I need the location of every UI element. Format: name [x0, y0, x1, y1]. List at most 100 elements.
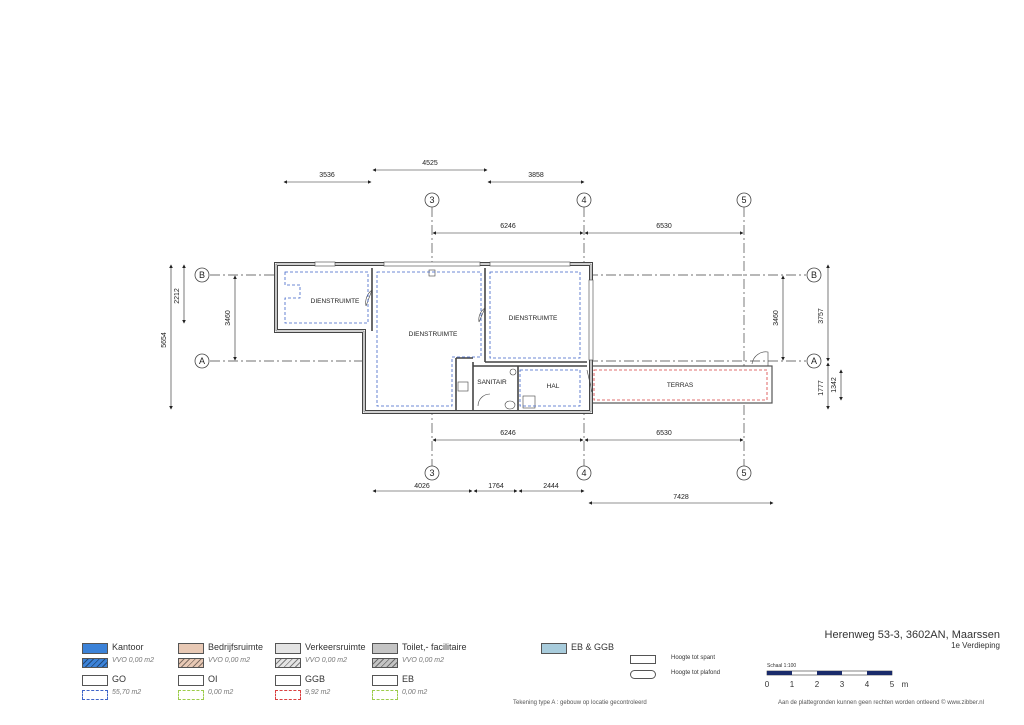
height-spant-box: [630, 655, 656, 664]
legend-swatch: [541, 643, 567, 654]
legend-name: Bedrijfsruimte: [208, 642, 264, 652]
legend-verkeersruimte: Verkeersruimte VVO 0,00 m2: [275, 642, 366, 673]
legend-oi: OI 0,00 m2: [178, 674, 268, 705]
scale-bar: Schaal 1:100 0 1 2 3 4 5 m: [765, 663, 909, 689]
terrace-ggb-outline: [593, 369, 768, 401]
legend-name: OI: [208, 674, 218, 684]
room-label-4: SANITAIR: [477, 379, 507, 386]
dim-bottom-1764: 1764: [488, 483, 504, 490]
dim-left-2212: 2212: [174, 288, 181, 304]
address-title: Herenweg 53-3, 3602AN, Maarssen: [824, 629, 1000, 641]
doors: [365, 289, 769, 407]
legend-bedrijfsruimte: Bedrijfsruimte VVO 0,00 m2: [178, 642, 268, 673]
legend-swatch: [82, 643, 108, 654]
go-outlines: [284, 271, 581, 407]
windows: [314, 261, 594, 361]
room-label-6: TERRAS: [667, 382, 694, 389]
scale-tick-3: 3: [840, 680, 845, 689]
dim-bottom-4026: 4026: [414, 483, 430, 490]
legend-eb-ggb: EB & GGB: [541, 642, 631, 673]
scale-tick-1: 1: [790, 680, 795, 689]
axis-label-4-top: 4: [581, 195, 586, 205]
legend-swatch-hatched: [275, 658, 301, 668]
dimension-lines: [169, 168, 843, 505]
axis-label-4-bottom: 4: [581, 468, 586, 478]
legend-swatch: [275, 643, 301, 654]
legend-swatch-outline: [275, 690, 301, 700]
room-label-3: DIENSTRUIMTE: [509, 315, 558, 322]
dim-top-6530: 6530: [656, 223, 672, 230]
axis-label-3-bottom: 3: [429, 468, 434, 478]
legend-kantoor: Kantoor VVO 0,00 m2: [82, 642, 172, 673]
legend-value: VVO 0,00 m2: [208, 657, 251, 664]
scale-tick-5: 5: [890, 680, 895, 689]
dim-right-3757: 3757: [818, 308, 825, 324]
scale-unit: m: [902, 680, 909, 689]
legend-name: Kantoor: [112, 642, 144, 652]
room-label-5: HAL: [547, 383, 560, 390]
legend-value: 0,00 m2: [402, 689, 428, 696]
interior-walls: [371, 268, 587, 410]
legend-value: 0,00 m2: [208, 689, 234, 696]
dim-bottom-2444: 2444: [543, 483, 559, 490]
legend-name: GO: [112, 674, 127, 684]
legend-eb: EB 0,00 m2: [372, 674, 462, 705]
height-plafond-label: Hoogte tot plafond: [671, 670, 721, 676]
scale-tick-4: 4: [865, 680, 870, 689]
legend-name: Toilet,- facilitaire: [402, 642, 467, 652]
building-walls: [274, 262, 593, 414]
room-label-2: DIENSTRUIMTE: [409, 331, 458, 338]
legend-value: 9,92 m2: [305, 689, 331, 696]
footer-note: Tekening type A : gebouw op locatie geco…: [513, 700, 647, 706]
scale-tick-0: 0: [765, 680, 770, 689]
legend-swatch-outline: [178, 690, 204, 700]
dim-left-5654: 5654: [161, 332, 168, 348]
dim-top-4525: 4525: [422, 160, 438, 167]
axis-label-b-left: B: [199, 270, 205, 280]
legend-swatch-hatched: [82, 658, 108, 668]
room-label-1: DIENSTRUIMTE: [311, 298, 360, 305]
legend-value: 55,70 m2: [112, 689, 142, 696]
legend-value: VVO 0,00 m2: [402, 657, 445, 664]
footer-disclaimer: Aan de plattegronden kunnen geen rechten…: [778, 700, 984, 706]
dim-right-1342: 1342: [831, 377, 838, 393]
axis-label-5-bottom: 5: [741, 468, 746, 478]
dim-right-1777: 1777: [818, 380, 825, 396]
legend-swatch: [275, 675, 301, 686]
legend-name: GGB: [305, 674, 326, 684]
legend-swatch-hatched: [372, 658, 398, 668]
axis-label-a-left: A: [199, 356, 205, 366]
scale-tick-2: 2: [815, 680, 820, 689]
dim-bottom-6530: 6530: [656, 430, 672, 437]
legend-go: GO 55,70 m2: [82, 674, 172, 705]
legend-swatch: [178, 643, 204, 654]
axis-label-a-right: A: [811, 356, 817, 366]
legend-value: VVO 0,00 m2: [112, 657, 155, 664]
dim-bottom-7428: 7428: [673, 494, 689, 501]
fixtures: [428, 269, 536, 410]
axis-label-5-top: 5: [741, 195, 746, 205]
legend-ggb: GGB 9,92 m2: [275, 674, 365, 705]
dim-top-6246: 6246: [500, 223, 516, 230]
dim-top-3858: 3858: [528, 172, 544, 179]
legend-swatch-outline: [372, 690, 398, 700]
legend-value: VVO 0,00 m2: [305, 657, 348, 664]
dim-left-3460: 3460: [225, 310, 232, 326]
legend-toilet-facilitaire: Toilet,- facilitaire VVO 0,00 m2: [372, 642, 467, 673]
legend-name: Verkeersruimte: [305, 642, 366, 652]
dim-bottom-6246: 6246: [500, 430, 516, 437]
height-plafond-box: [630, 670, 656, 679]
legend-name: EB: [402, 674, 415, 684]
dim-right-3460: 3460: [773, 310, 780, 326]
legend-swatch: [372, 643, 398, 654]
legend-swatch-hatched: [178, 658, 204, 668]
floor-label: 1e Verdieping: [951, 641, 1000, 650]
legend-swatch-outline: [82, 690, 108, 700]
height-spant-label: Hoogte tot spant: [671, 655, 716, 661]
axis-label-b-right: B: [811, 270, 817, 280]
scale-label: Schaal 1:100: [767, 663, 796, 669]
axis-label-3-top: 3: [429, 195, 434, 205]
legend-swatch: [178, 675, 204, 686]
axis-bubbles: [194, 192, 822, 481]
